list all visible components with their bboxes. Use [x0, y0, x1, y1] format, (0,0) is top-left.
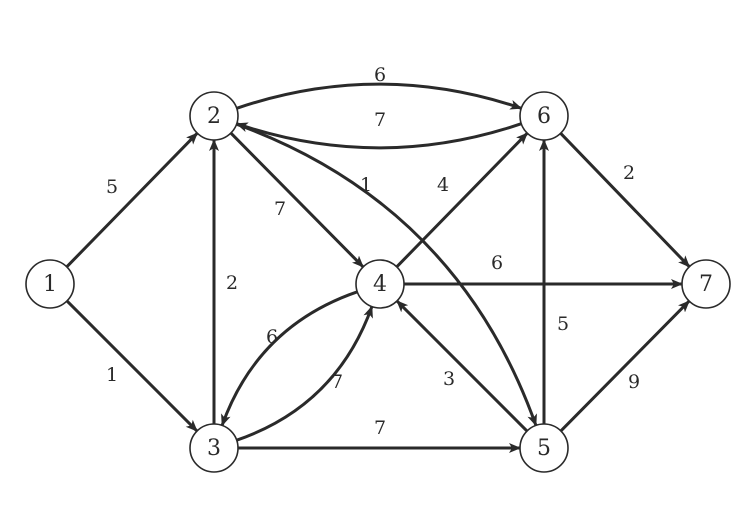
- node-circle-6: [519, 91, 569, 141]
- node-6: 6: [519, 91, 569, 141]
- node-1: 1: [25, 259, 75, 309]
- edge-weight-3-to-2: 2: [226, 272, 238, 294]
- edge-weight-1-to-3: 1: [106, 364, 118, 386]
- node-2: 2: [189, 91, 239, 141]
- edge-3-to-4: [236, 305, 374, 442]
- edge-6-to-2: [235, 122, 522, 150]
- node-3: 3: [189, 423, 239, 473]
- nodes-layer: 1 2 3 4 5 6 7: [25, 91, 731, 473]
- edge-weight-4-to-6: 4: [437, 174, 449, 196]
- node-circle-2: [189, 91, 239, 141]
- edge-weights-layer: 5 1 2 6 7 7 1 6 7 7 4 6 3 5 9 2: [106, 64, 640, 439]
- node-label-7: 7: [699, 272, 713, 297]
- node-label-3: 3: [207, 436, 221, 461]
- node-circle-3: [189, 423, 239, 473]
- node-7: 7: [681, 259, 731, 309]
- edge-weight-5-to-6: 5: [557, 313, 569, 335]
- edge-4-to-6: [395, 132, 529, 268]
- edge-weight-5-to-7: 9: [628, 371, 640, 393]
- edge-weight-2-to-4: 7: [274, 198, 286, 220]
- edge-1-to-2: [65, 132, 199, 268]
- node-5: 5: [519, 423, 569, 473]
- node-label-6: 6: [537, 104, 551, 129]
- edge-6-to-7: [559, 132, 691, 268]
- edge-weight-6-to-7: 2: [623, 162, 635, 184]
- edge-weight-4-to-7: 6: [491, 252, 503, 274]
- node-label-2: 2: [207, 104, 221, 129]
- node-4: 4: [355, 259, 405, 309]
- edge-2-to-4: [229, 132, 365, 268]
- node-label-1: 1: [43, 272, 57, 297]
- node-label-5: 5: [537, 436, 551, 461]
- node-circle-7: [681, 259, 731, 309]
- edge-weight-2-to-6: 6: [374, 64, 386, 86]
- edge-weight-3-to-5: 7: [374, 417, 386, 439]
- node-circle-1: [25, 259, 75, 309]
- edge-4-to-3: [220, 290, 358, 427]
- node-label-4: 4: [373, 272, 387, 297]
- edge-5-to-4: [395, 299, 529, 433]
- edge-weight-4-to-3: 7: [331, 371, 343, 393]
- edge-weight-5-to-4: 3: [443, 368, 455, 390]
- edge-1-to-3: [65, 299, 199, 433]
- node-circle-4: [355, 259, 405, 309]
- edges-layer: [65, 82, 691, 453]
- edge-5-to-7: [559, 300, 691, 432]
- edge-weight-6-to-2: 7: [374, 109, 386, 131]
- node-circle-5: [519, 423, 569, 473]
- edge-weight-2-to-5: 1: [360, 174, 372, 196]
- edge-weight-1-to-2: 5: [106, 176, 118, 198]
- edge-2-to-6: [236, 82, 523, 110]
- edge-weight-3-to-4: 6: [266, 326, 278, 348]
